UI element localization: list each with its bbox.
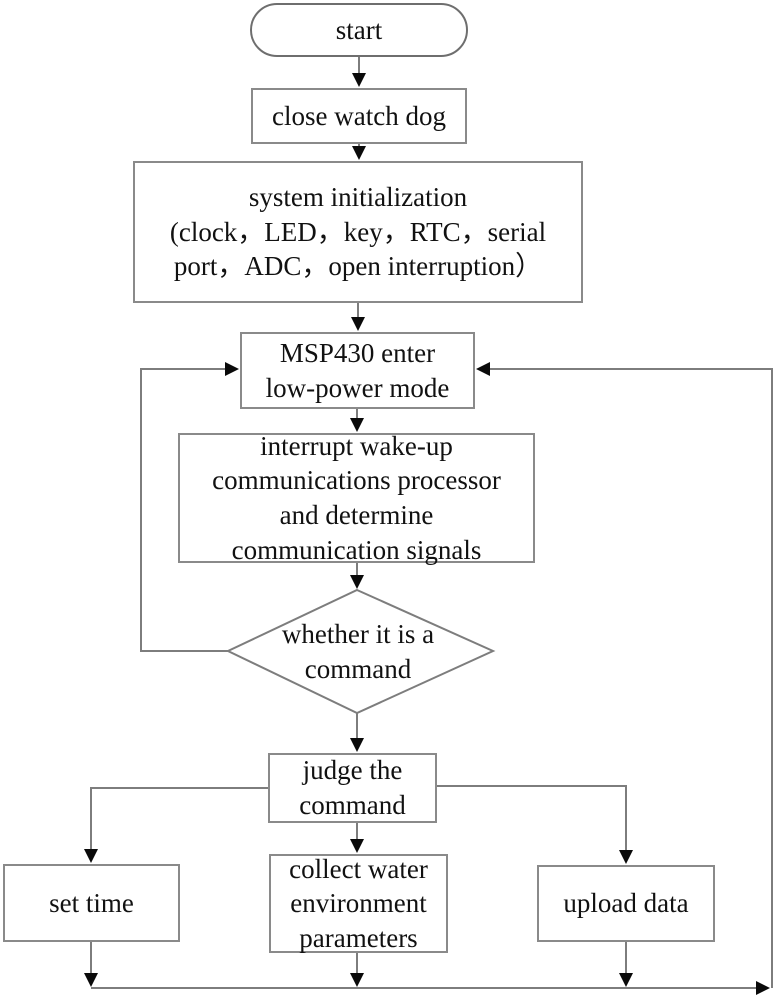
set-time-label: set time <box>49 887 134 918</box>
edge-systeminit-to-msp430 <box>351 303 365 331</box>
edge-judge-to-settime <box>84 787 268 863</box>
edge-decision-to-judge <box>350 713 364 752</box>
start-terminator: start <box>250 3 468 57</box>
edge-judge-to-collect <box>350 823 364 853</box>
edge-decision-loop-to-msp430 <box>140 362 239 652</box>
whether-command-decision: whether it is a command <box>248 608 468 696</box>
edge-interrupt-to-decision <box>350 563 364 589</box>
arrowhead-right-icon <box>225 362 239 376</box>
arrowhead-down-icon <box>84 973 98 987</box>
edge-closewatchdog-to-systeminit <box>352 144 366 160</box>
arrowhead-down-icon <box>350 418 364 432</box>
edge-collector-to-right-riser <box>91 981 770 995</box>
arrowhead-down-icon <box>84 849 98 863</box>
arrowhead-down-icon <box>350 575 364 589</box>
arrowhead-down-icon <box>350 738 364 752</box>
edge-collect-to-collector <box>350 953 364 987</box>
collect-water-params-label: collect water environment parameters <box>289 853 428 953</box>
system-initialization-box: system initialization (clock，LED，key，RTC… <box>133 161 583 303</box>
start-label: start <box>335 14 383 45</box>
judge-command-label: judge the command <box>299 755 406 820</box>
arrowhead-down-icon <box>350 973 364 987</box>
interrupt-wakeup-label: interrupt wake-up communications process… <box>212 430 501 565</box>
arrowhead-left-icon <box>476 362 490 376</box>
arrowhead-down-icon <box>350 839 364 853</box>
upload-data-box: upload data <box>537 865 715 942</box>
system-initialization-label: system initialization (clock，LED，key，RTC… <box>169 182 547 282</box>
close-watchdog-label: close watch dog <box>272 100 446 131</box>
arrowhead-down-icon <box>352 146 366 160</box>
arrowhead-down-icon <box>619 973 633 987</box>
judge-command-box: judge the command <box>268 753 437 823</box>
edge-start-to-close-watchdog <box>352 57 366 87</box>
interrupt-wakeup-box: interrupt wake-up communications process… <box>178 431 535 565</box>
edge-right-riser-to-msp430 <box>476 362 773 988</box>
edge-settime-to-collector <box>84 942 98 987</box>
edge-upload-to-collector <box>619 942 633 987</box>
upload-data-label: upload data <box>563 888 689 919</box>
msp430-low-power-label: MSP430 enter low-power mode <box>265 337 450 403</box>
whether-command-label: whether it is a command <box>281 619 435 684</box>
arrowhead-down-icon <box>351 317 365 331</box>
set-time-box: set time <box>3 864 180 942</box>
close-watchdog-box: close watch dog <box>251 88 467 144</box>
edge-judge-to-upload <box>437 785 633 864</box>
msp430-low-power-box: MSP430 enter low-power mode <box>240 332 475 409</box>
arrowhead-right-icon <box>756 981 770 995</box>
arrowhead-down-icon <box>352 73 366 87</box>
edge-msp430-to-interrupt <box>350 409 364 432</box>
collect-water-params-box: collect water environment parameters <box>269 854 448 953</box>
arrowhead-down-icon <box>619 850 633 864</box>
